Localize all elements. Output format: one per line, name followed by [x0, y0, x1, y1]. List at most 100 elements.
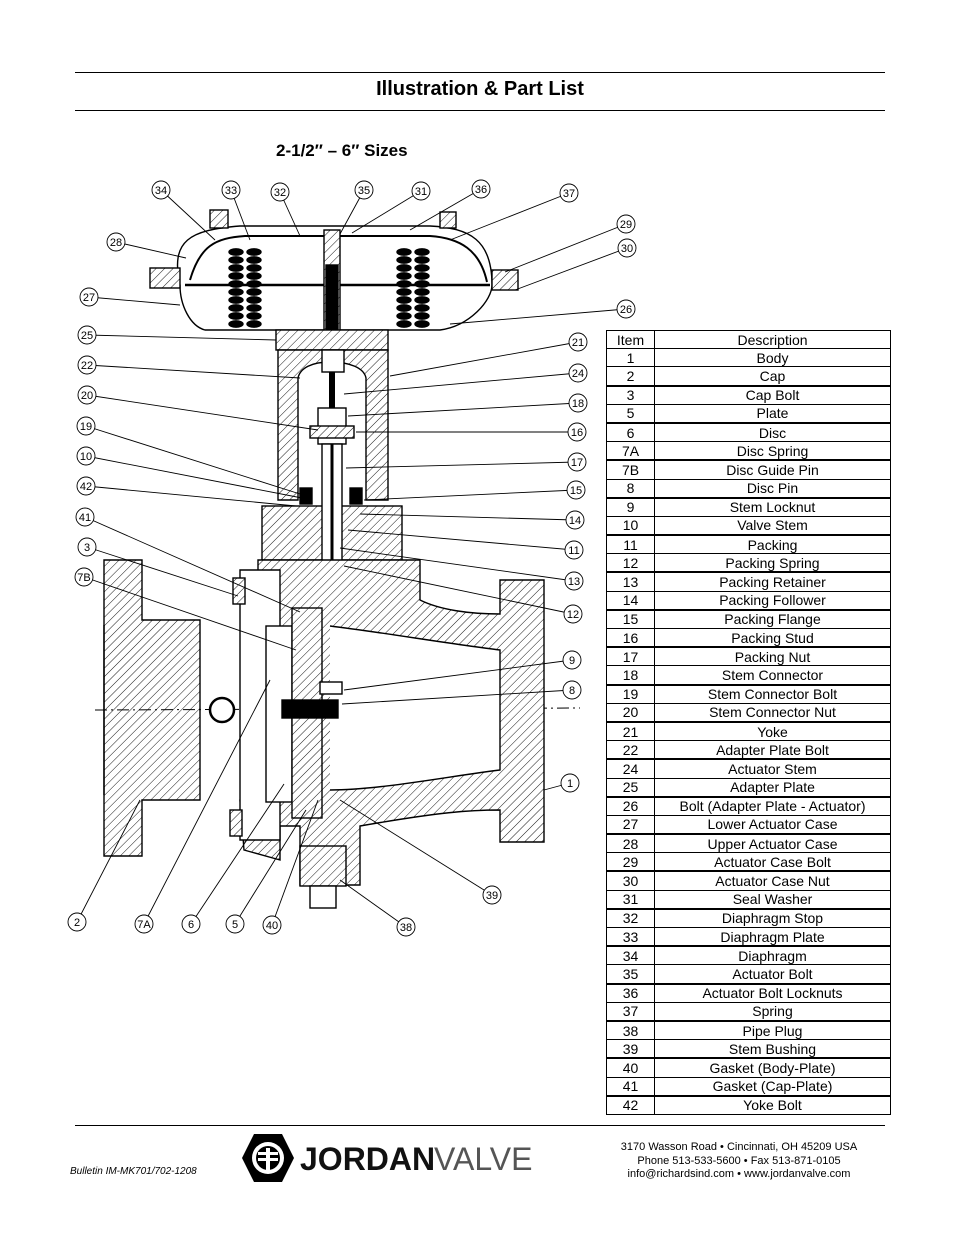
part-item-number: 26 [606, 796, 655, 816]
part-callout: 1 [560, 773, 580, 793]
callout-circle [79, 287, 99, 307]
part-description: Upper Actuator Case [654, 833, 891, 854]
part-description: Valve Stem [654, 515, 891, 537]
part-item-number: 1 [606, 348, 655, 368]
part-callout: 39 [482, 885, 502, 905]
spring-coil [414, 320, 430, 328]
callout-circle [76, 476, 96, 496]
callout-leader-line [85, 455, 303, 499]
callout-number: 29 [620, 219, 632, 231]
part-item-number: 7A [606, 441, 655, 462]
callout-number: 28 [110, 237, 122, 249]
callout-leader-line [359, 513, 576, 521]
spring-coil [396, 280, 412, 288]
spring-coil [414, 272, 430, 280]
spring-coil [228, 304, 244, 312]
spring-coil [228, 264, 244, 272]
part-description: Actuator Bolt Locknuts [654, 983, 891, 1003]
part-item-number: 29 [606, 852, 655, 873]
callout-leader-line [389, 341, 579, 377]
callout-leader-line [409, 188, 482, 231]
part-description: Diaphragm Stop [654, 908, 891, 928]
callout-circle [270, 182, 290, 202]
callout-circle [567, 452, 587, 472]
part-item-number: 35 [606, 964, 655, 985]
spring-coil [246, 320, 262, 328]
callout-leader-line [343, 565, 574, 615]
spring-coil [414, 304, 430, 312]
part-item-number: 8 [606, 478, 655, 499]
part-item-number: 37 [606, 1001, 655, 1022]
part-item-number: 22 [606, 740, 655, 761]
callout-circle [106, 232, 126, 252]
callout-leader-line [84, 516, 301, 613]
spring-coil [228, 280, 244, 288]
part-callout: 14 [565, 510, 585, 530]
part-description: Gasket (Cap-Plate) [654, 1076, 891, 1097]
callout-number: 27 [83, 292, 95, 304]
part-callout: 6 [181, 914, 201, 934]
part-callout: 42 [76, 476, 96, 496]
callout-leader-line [76, 799, 141, 923]
part-item-number: 6 [606, 422, 655, 443]
part-description: Disc Pin [654, 478, 891, 499]
part-description: Seal Washer [654, 889, 891, 910]
spring-coil [228, 320, 244, 328]
callout-circle [564, 540, 584, 560]
callout-leader-line [85, 425, 301, 495]
part-description: Stem Connector [654, 665, 891, 686]
callout-leader-line [449, 308, 627, 325]
callout-leader-line [115, 241, 187, 259]
callout-circle [616, 214, 636, 234]
part-item-number: 36 [606, 983, 655, 1003]
part-description: Gasket (Body-Plate) [654, 1057, 891, 1078]
spring-coil [396, 272, 412, 280]
callout-number: 38 [400, 922, 412, 934]
callout-circle [262, 915, 282, 935]
callout-number: 24 [572, 368, 584, 380]
parts-table-header-row: Item Description [606, 329, 891, 350]
jordan-valve-logo: JORDAN VALVE [242, 1134, 532, 1182]
spring-coil [414, 248, 430, 256]
part-callout: 33 [221, 180, 241, 200]
company-address: 3170 Wasson Road • Cincinnati, OH 45209 … [594, 1141, 884, 1182]
callout-number: 12 [567, 609, 579, 621]
part-item-number: 20 [606, 702, 655, 723]
part-description: Pipe Plug [654, 1020, 891, 1041]
spring-coil [228, 296, 244, 304]
spring-coil [414, 256, 430, 264]
callout-circle [471, 179, 491, 199]
part-item-number: 25 [606, 777, 655, 798]
callout-number: 31 [415, 186, 427, 198]
callout-leader-line [514, 247, 628, 291]
callout-leader-line [339, 879, 407, 928]
part-callout: 2 [67, 912, 87, 932]
callout-number: 39 [486, 890, 498, 902]
part-item-number: 34 [606, 945, 655, 966]
part-item-number: 2 [606, 366, 655, 387]
part-description: Packing [654, 534, 891, 555]
callout-circle [151, 180, 171, 200]
callout-number: 6 [188, 919, 194, 931]
title-rule [75, 110, 885, 111]
callout-number: 10 [80, 451, 92, 463]
part-item-number: 21 [606, 721, 655, 742]
